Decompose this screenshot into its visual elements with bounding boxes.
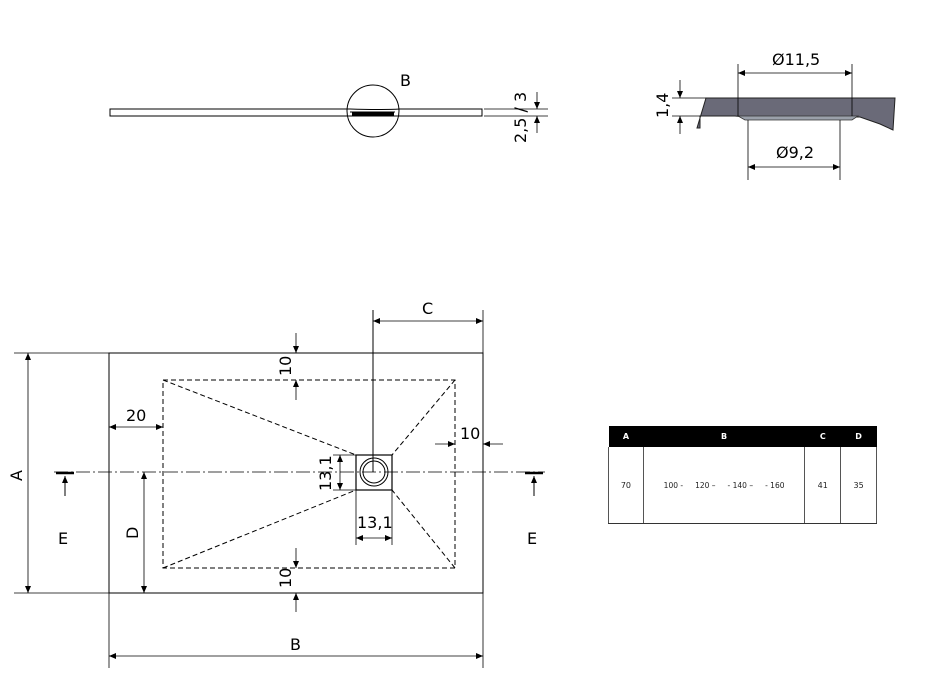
thickness-label: 2,5 / 3 bbox=[511, 92, 530, 143]
slope-line-tr bbox=[391, 379, 456, 456]
header-a: A bbox=[608, 426, 644, 447]
dim-d-label: D bbox=[123, 527, 142, 539]
margin-top-label: 10 bbox=[276, 356, 295, 376]
drain-width-label: 13,1 bbox=[357, 513, 393, 532]
slope-line-tl bbox=[162, 379, 357, 456]
slope-line-bl bbox=[162, 489, 357, 569]
margin-bottom-label: 10 bbox=[276, 568, 295, 588]
dim-b-label: B bbox=[290, 635, 301, 654]
section-left-label: E bbox=[58, 529, 68, 548]
detail-b-label: B bbox=[400, 71, 411, 90]
slope-line-br bbox=[391, 489, 456, 569]
cell-d: 35 bbox=[840, 447, 877, 524]
dim-c-label: C bbox=[422, 299, 433, 318]
header-b: B bbox=[643, 426, 805, 447]
detail-tray-profile bbox=[696, 97, 896, 131]
cell-b-value: - 160 bbox=[765, 480, 785, 490]
cell-b-value: - 140 – bbox=[727, 480, 754, 490]
section-right-label: E bbox=[527, 529, 537, 548]
table-header-row: A B C D bbox=[608, 426, 877, 447]
dimension-table: A B C D 70 100 - 120 – - 140 – - 160 41 … bbox=[608, 426, 877, 524]
dim-a-label: A bbox=[7, 470, 26, 481]
header-d: D bbox=[840, 426, 877, 447]
inner-diameter-label: Ø9,2 bbox=[776, 143, 814, 162]
lip-height-label: 1,4 bbox=[653, 93, 672, 118]
slope-zone bbox=[162, 379, 456, 569]
cell-b-value: 120 – bbox=[695, 480, 716, 490]
cell-b-value: 100 - bbox=[663, 480, 684, 490]
detail-b-circle bbox=[346, 84, 400, 138]
header-c: C bbox=[804, 426, 841, 447]
cell-b: 100 - 120 – - 140 – - 160 bbox=[642, 447, 805, 524]
drain-body bbox=[352, 112, 394, 116]
detail-drain-lip bbox=[736, 115, 860, 121]
cell-c: 41 bbox=[804, 447, 841, 524]
margin-right-label: 10 bbox=[460, 424, 480, 443]
detail-b-view: Ø11,5 Ø9,2 1,4 bbox=[653, 50, 896, 180]
side-section-view: B 2,5 / 3 bbox=[109, 71, 548, 143]
plan-view: A B C D 20 10 10 10 13,1 bbox=[7, 299, 545, 668]
drain-height-label: 13,1 bbox=[316, 455, 335, 491]
outer-diameter-label: Ø11,5 bbox=[772, 50, 820, 69]
cell-a: 70 bbox=[608, 447, 644, 524]
tray-section-hatched bbox=[109, 108, 483, 117]
table-row: 70 100 - 120 – - 140 – - 160 41 35 bbox=[608, 447, 877, 524]
margin-left-label: 20 bbox=[126, 406, 146, 425]
